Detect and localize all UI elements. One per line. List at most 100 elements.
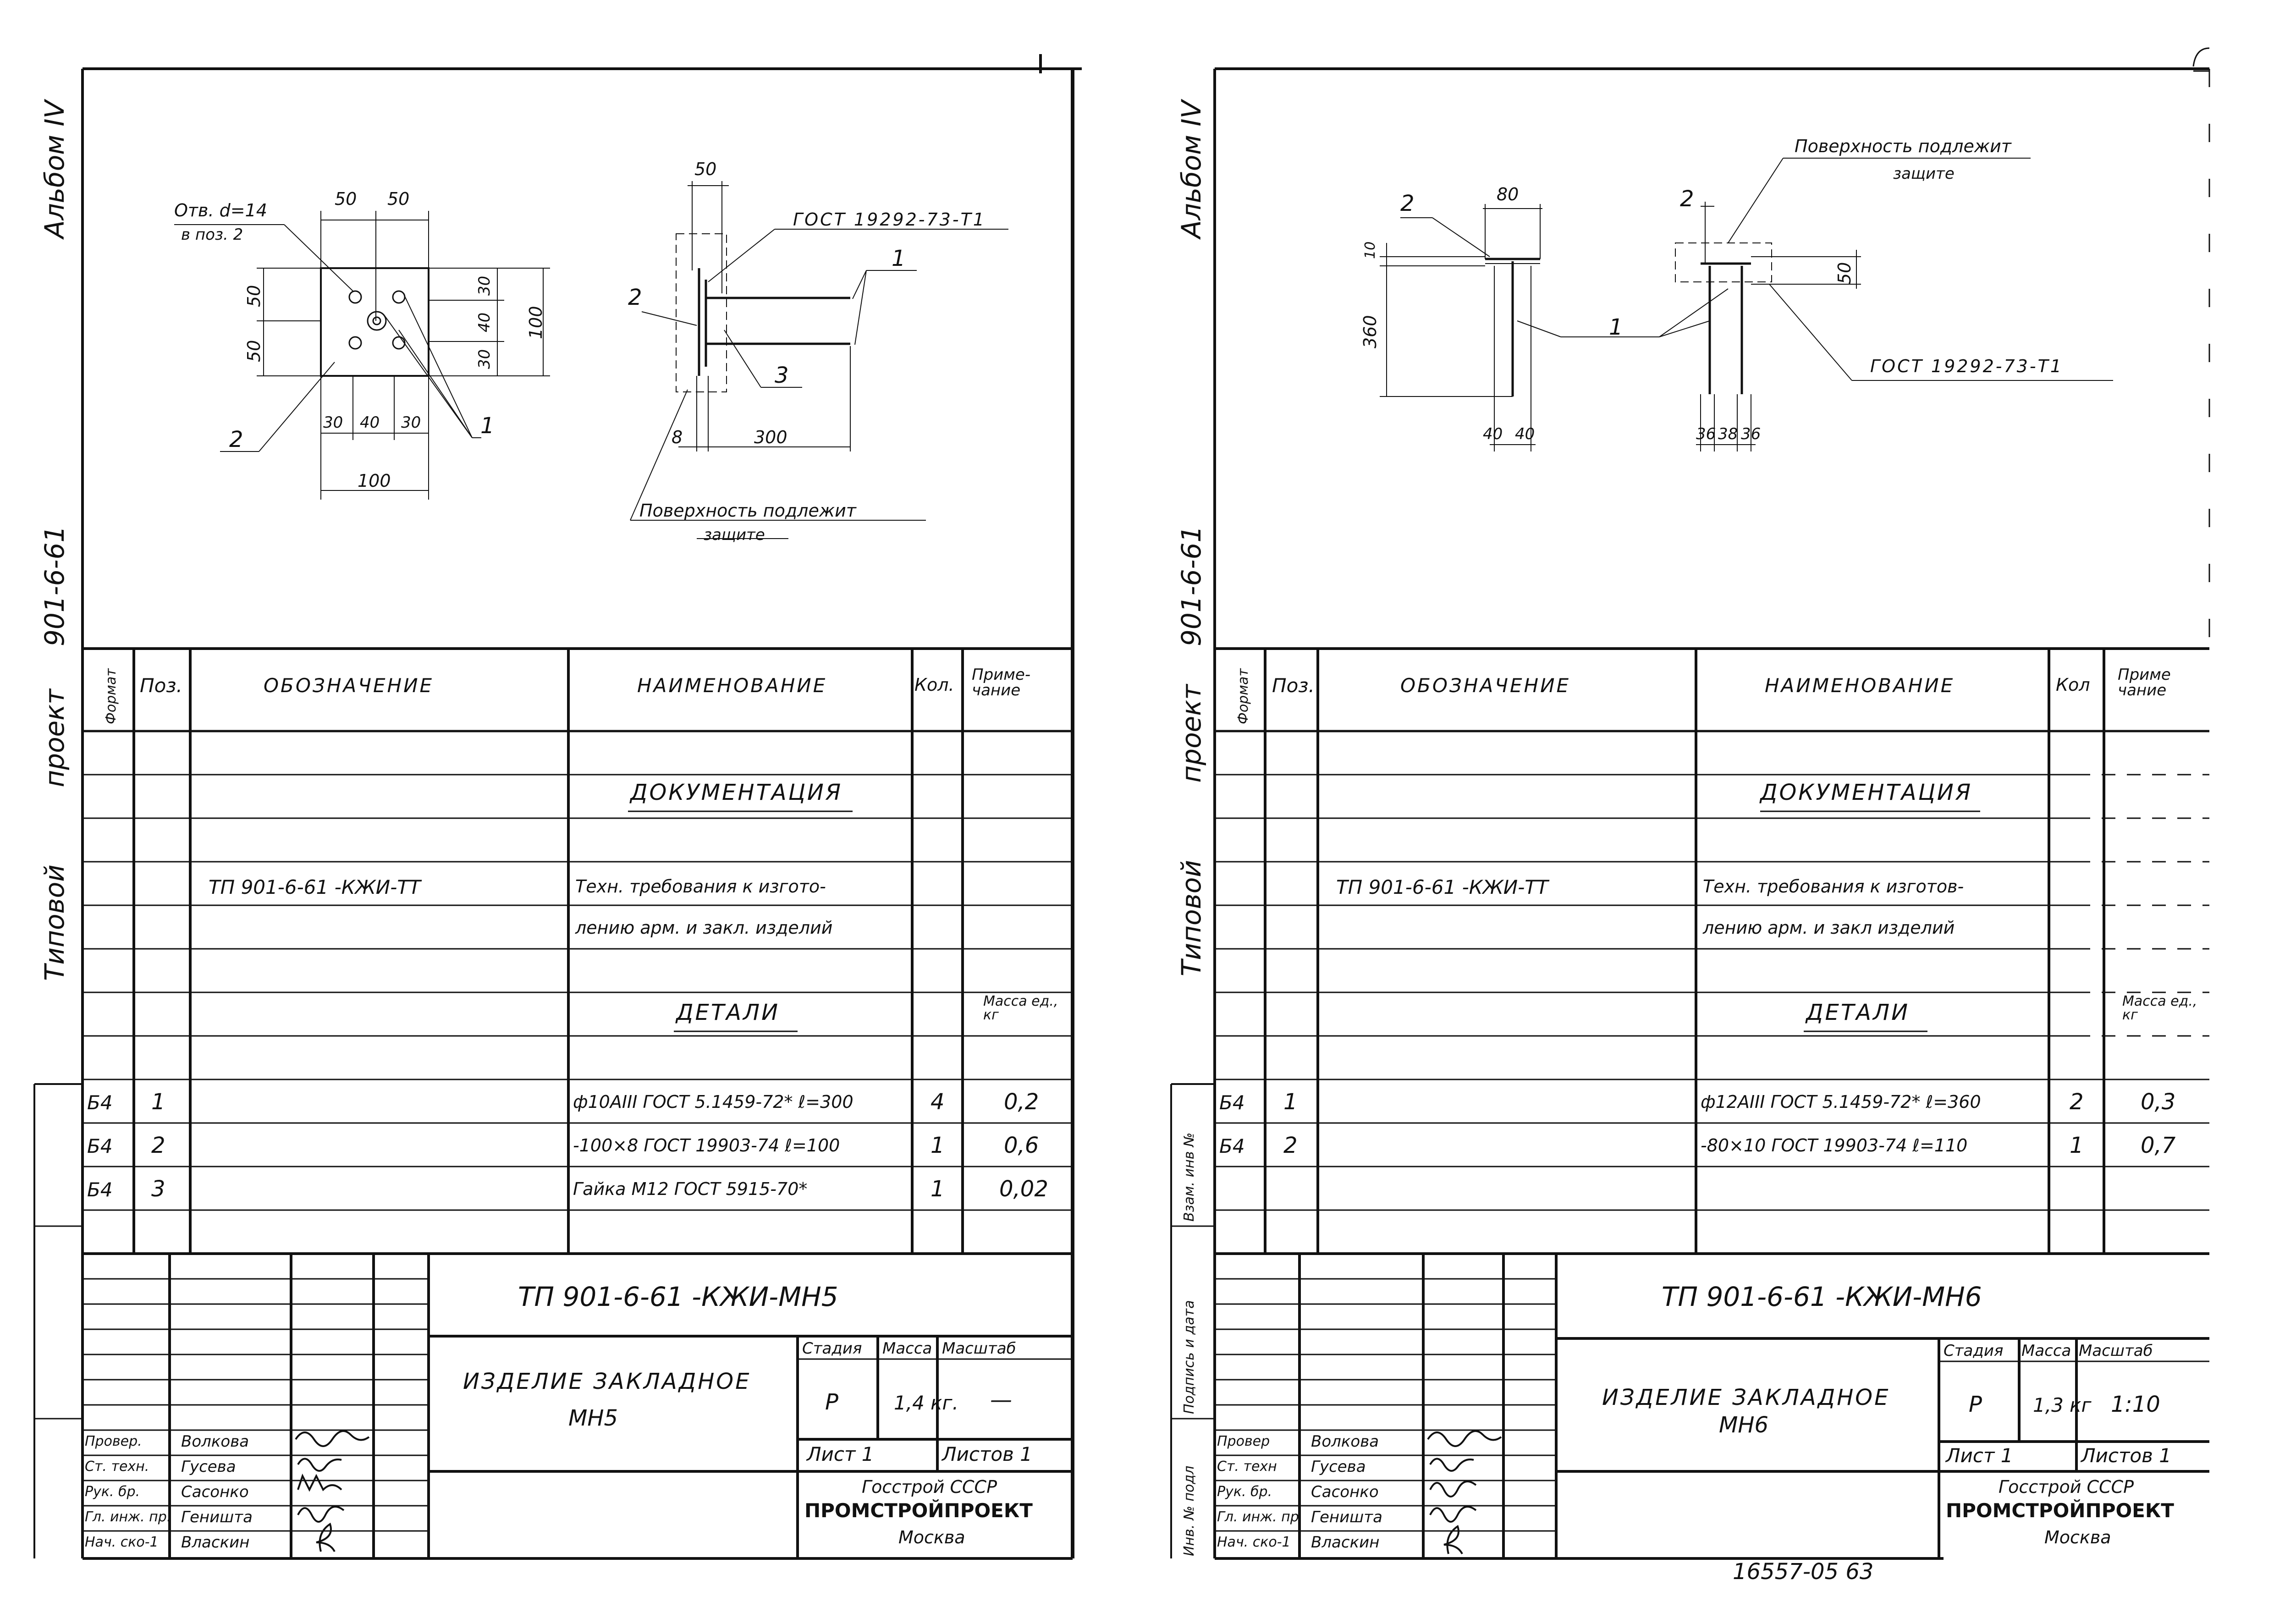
dim-label: 38 — [1718, 425, 1738, 443]
row-name: Гайка М12 ГОСТ 5915-70* — [573, 1179, 808, 1199]
row-format: Б4 — [1219, 1091, 1245, 1114]
signatures — [295, 1430, 370, 1552]
position-mark: 1 — [1609, 314, 1623, 340]
dim-label: 30 — [323, 413, 343, 432]
person-name: Волкова — [181, 1432, 249, 1451]
person-name: Волкова — [1311, 1432, 1379, 1451]
row-pos: 3 — [151, 1176, 165, 1202]
person-name: Гусева — [181, 1458, 236, 1476]
dim-label: 40 — [1515, 425, 1535, 443]
row-format: Б4 — [1219, 1135, 1245, 1157]
weld-gost-label: ГОСТ 19292-73-Т1 — [1870, 356, 2063, 376]
row-name: -100×8 ГОСТ 19903-74 ℓ=100 — [573, 1135, 840, 1156]
person-name: Геништа — [1311, 1508, 1382, 1526]
row-pos: 2 — [1283, 1133, 1298, 1158]
surface-note-2: защите — [1893, 165, 1955, 183]
scale-value: 1:10 — [2111, 1392, 2160, 1417]
row-qty: 4 — [931, 1089, 945, 1115]
stage-value: Р — [1969, 1392, 1982, 1417]
weld-gost-label: ГОСТ 19292-73-Т1 — [793, 209, 986, 230]
scale-value: — — [990, 1387, 1012, 1413]
surface-note: Поверхность подлежит — [1795, 136, 2011, 156]
role-label: Рук. бр. — [1217, 1484, 1272, 1500]
mass-label: Масса — [2021, 1342, 2071, 1360]
row-note: 0,6 — [1004, 1133, 1039, 1158]
org-ministry: Госстрой СССР — [1999, 1477, 2134, 1497]
person-name: Геништа — [181, 1508, 253, 1526]
surface-note: Поверхность подлежит — [639, 501, 856, 521]
row-format: Б4 — [87, 1091, 113, 1114]
person-name: Сасонко — [181, 1483, 249, 1501]
doc-name-line1: Техн. требования к изгото- — [575, 876, 826, 897]
product-code: МН6 — [1719, 1412, 1769, 1438]
dim-label: 50 — [335, 189, 357, 209]
row-qty: 1 — [931, 1133, 945, 1158]
sheet-number: Лист 1 — [1946, 1444, 2013, 1467]
position-mark: 2 — [1400, 191, 1415, 216]
header-designation: Обозначение — [264, 674, 434, 697]
dim-label: 100 — [358, 471, 391, 491]
position-mark: 2 — [628, 285, 642, 310]
stage-value: Р — [825, 1389, 838, 1415]
dim-label: 30 — [401, 413, 421, 432]
hole-note: Отв. d=14 — [174, 200, 267, 220]
row-note: 0,02 — [999, 1176, 1048, 1202]
header-pos: Поз. — [140, 674, 182, 697]
row-note: 0,7 — [2141, 1133, 2176, 1158]
role-label: Провер. — [85, 1433, 142, 1449]
row-qty: 2 — [2070, 1089, 2084, 1115]
org-name: ПРОМСТРОЙПРОЕКТ — [1946, 1499, 2174, 1522]
role-label: Провер — [1217, 1433, 1270, 1449]
signatures — [1427, 1430, 1502, 1554]
role-label: Нач. ско-1 — [1217, 1534, 1291, 1550]
dim-label: 40 — [1483, 425, 1503, 443]
section-parts: Детали — [1806, 1000, 1910, 1025]
row-note: 0,3 — [2141, 1089, 2176, 1115]
position-mark: 3 — [775, 363, 789, 388]
role-label: Гл. инж. пр — [1217, 1509, 1299, 1525]
row-qty: 1 — [2070, 1133, 2084, 1158]
archive-number: 16557-05 63 — [1733, 1559, 1874, 1585]
row-name: -80×10 ГОСТ 19903-74 ℓ=110 — [1701, 1135, 1968, 1156]
sheet-count: Листов 1 — [2081, 1444, 2171, 1467]
position-mark: 1 — [480, 413, 495, 439]
header-name: Наименование — [637, 674, 827, 697]
doc-name-line1: Техн. требования к изготов- — [1703, 876, 1964, 897]
position-mark: 2 — [1680, 186, 1694, 212]
hole-note-pos: в поз. 2 — [181, 226, 243, 244]
person-name: Гусева — [1311, 1458, 1366, 1476]
dim-label: 8 — [672, 427, 683, 447]
row-pos: 1 — [151, 1089, 165, 1115]
mass-header: Масса ед., кг — [2122, 993, 2197, 1023]
dim-label: 80 — [1497, 184, 1519, 204]
role-label: Гл. инж. пр. — [85, 1509, 171, 1525]
row-qty: 1 — [931, 1176, 945, 1202]
document-code: ТП 901-6-61 -КЖИ-МН5 — [518, 1281, 838, 1312]
sheet-left: Альбом IV Типовой проект 901-6-61 Отв. d… — [33, 54, 1082, 1560]
dim-label: 50 — [387, 189, 410, 209]
scale-label: Масштаб — [942, 1339, 1016, 1358]
mass-value: 1,3 кг — [2033, 1394, 2092, 1416]
document-code: ТП 901-6-61 -КЖИ-МН6 — [1662, 1281, 1982, 1312]
person-name: Власкин — [181, 1533, 250, 1552]
position-mark: 1 — [892, 246, 906, 271]
role-label: Ст. техн — [1217, 1459, 1277, 1475]
doc-designation: ТП 901-6-61 -КЖИ-ТТ — [209, 876, 421, 898]
row-note: 0,2 — [1004, 1089, 1039, 1115]
header-qty: Кол — [2056, 675, 2090, 695]
role-label: Рук. бр. — [85, 1484, 140, 1500]
stage-label: Стадия — [802, 1339, 862, 1358]
product-title: Изделие закладное — [1602, 1385, 1890, 1410]
dim-label: 300 — [754, 427, 787, 447]
header-note: Приме чание — [2118, 666, 2171, 699]
sheet-number: Лист 1 — [807, 1443, 874, 1465]
mass-header: Масса ед., кг — [983, 993, 1058, 1023]
person-name: Власкин — [1311, 1533, 1380, 1552]
role-label: Ст. техн. — [85, 1459, 149, 1475]
dim-label: 36 — [1696, 425, 1716, 443]
product-title: Изделие закладное — [463, 1369, 751, 1394]
header-designation: Обозначение — [1400, 674, 1571, 697]
doc-name-line2: лению арм. и закл изделий — [1703, 918, 1955, 938]
org-ministry: Госстрой СССР — [862, 1477, 997, 1497]
header-qty: Кол. — [914, 675, 954, 695]
